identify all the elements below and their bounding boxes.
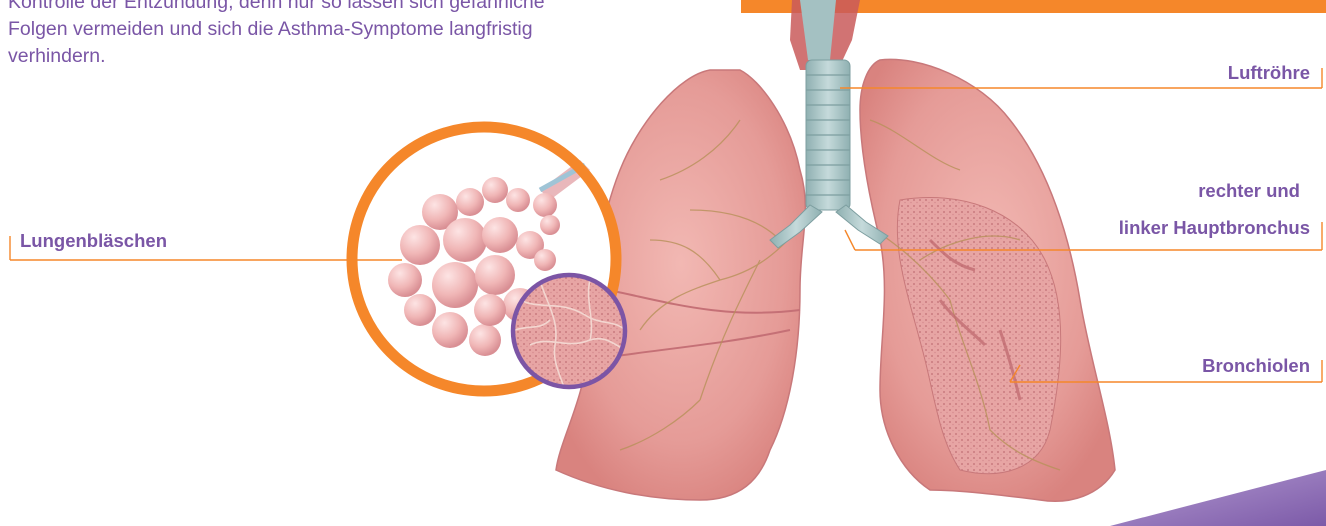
label-trachea: Luftröhre (1228, 62, 1310, 84)
label-main-bronchus-line1: rechter und (1198, 180, 1300, 202)
label-alveoli: Lungenbläschen (20, 230, 167, 252)
label-main-bronchus-line2: linker Hauptbronchus (1119, 217, 1310, 239)
label-bronchioles: Bronchiolen (1202, 355, 1310, 377)
purple-corner-decoration (1110, 470, 1326, 526)
